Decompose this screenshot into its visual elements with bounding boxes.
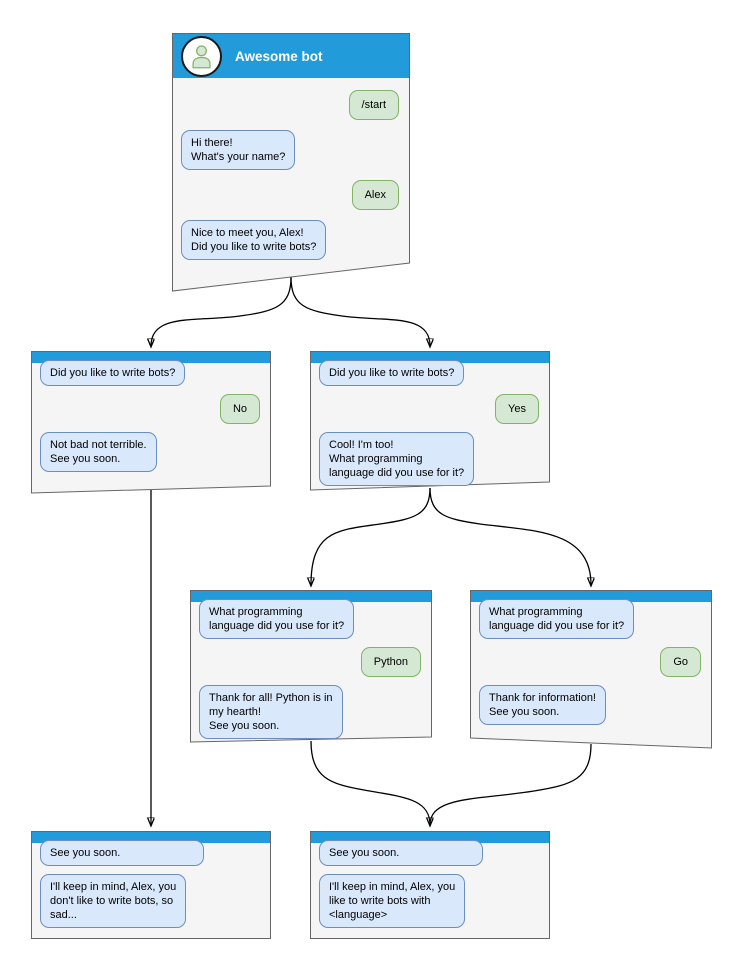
arrow-start-to-no [151, 276, 292, 346]
chat-window-yes-branch: Did you like to write bots? Yes Cool! I'… [310, 351, 550, 491]
user-message-bubble: /start [348, 90, 399, 120]
bot-message-bubble: Thank for all! Python is in my hearth! S… [199, 685, 343, 739]
chat-window-python-branch: What programming language did you use fo… [190, 590, 432, 743]
chat-window-end-yes: See you soon. I'll keep in mind, Alex, y… [310, 831, 550, 939]
arrow-go-to-end [429, 743, 592, 826]
bot-message-bubble: What programming language did you use fo… [479, 599, 635, 639]
chat-body: Did you like to write bots? No Not bad n… [32, 360, 270, 472]
bot-message-bubble: I'll keep in mind, Alex, you don't like … [40, 874, 187, 928]
chat-body: /start Hi there! What's your name? Alex … [173, 78, 409, 260]
bot-message-bubble: Thank for information! See you soon. [479, 685, 606, 725]
user-message-bubble: Go [660, 647, 701, 677]
arrow-yes-to-python [311, 487, 431, 585]
bot-message-bubble: Did you like to write bots? [319, 360, 465, 386]
chat-body: What programming language did you use fo… [471, 599, 711, 725]
chat-window-title: Awesome bot [235, 48, 323, 64]
window-topbar [32, 352, 270, 363]
chat-window-go-branch: What programming language did you use fo… [470, 590, 712, 749]
bot-message-bubble: What programming language did you use fo… [199, 599, 355, 639]
user-message-bubble: Alex [351, 180, 399, 210]
user-message-bubble: Yes [495, 394, 539, 424]
window-topbar [32, 832, 270, 843]
chat-body: See you soon. I'll keep in mind, Alex, y… [32, 840, 270, 928]
chat-window-no-branch: Did you like to write bots? No Not bad n… [31, 351, 271, 494]
bot-message-bubble: I'll keep in mind, Alex, you like to wri… [319, 874, 466, 928]
arrow-python-to-end [310, 740, 430, 825]
bot-message-bubble: Cool! I'm too! What programming language… [319, 432, 475, 486]
chat-body: What programming language did you use fo… [191, 599, 431, 739]
chat-body: See you soon. I'll keep in mind, Alex, y… [311, 840, 549, 928]
window-topbar [311, 352, 549, 363]
chat-window-start: Awesome bot /start Hi there! What's your… [172, 33, 410, 292]
bot-message-bubble: See you soon. [40, 840, 204, 866]
person-icon [192, 44, 211, 68]
bot-avatar [181, 35, 222, 77]
bot-message-bubble: Not bad not terrible. See you soon. [40, 432, 157, 472]
bot-message-bubble: See you soon. [319, 840, 483, 866]
bot-message-bubble: Hi there! What's your name? [181, 130, 296, 170]
window-topbar [471, 591, 711, 602]
user-message-bubble: Python [360, 647, 421, 677]
window-topbar [311, 832, 549, 843]
bot-message-bubble: Nice to meet you, Alex! Did you like to … [181, 220, 327, 260]
chat-window-titlebar: Awesome bot [173, 34, 409, 78]
window-topbar [191, 591, 431, 602]
arrow-yes-to-go [429, 487, 591, 585]
chat-body: Did you like to write bots? Yes Cool! I'… [311, 360, 549, 486]
chat-window-end-no: See you soon. I'll keep in mind, Alex, y… [31, 831, 271, 939]
user-message-bubble: No [219, 394, 260, 424]
bot-message-bubble: Did you like to write bots? [40, 360, 186, 386]
arrow-start-to-yes [290, 276, 430, 346]
